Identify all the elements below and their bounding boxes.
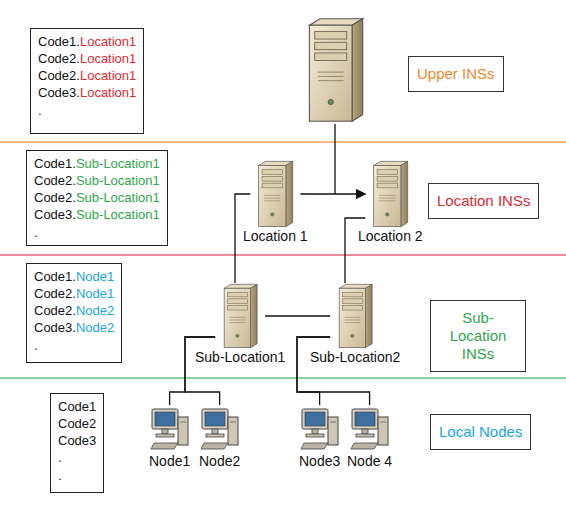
code-entry: Code1.Sub-Location1 bbox=[34, 155, 160, 172]
server-node: Sub-Location2 bbox=[309, 283, 401, 366]
layer-label-box: Location INSs bbox=[428, 183, 539, 219]
code-entry: Code1 bbox=[58, 398, 96, 415]
network-link bbox=[265, 315, 330, 316]
code-entry: Code2.Node2 bbox=[34, 302, 114, 319]
code-entry: Code2.Sub-Location1 bbox=[34, 172, 160, 189]
code-entry: . bbox=[58, 467, 96, 484]
layer-name: Upper INSs bbox=[417, 65, 495, 83]
code-table-box: Code1.Sub-Location1Code2.Sub-Location1Co… bbox=[26, 150, 168, 246]
layer-label-box: Upper INSs bbox=[408, 56, 504, 92]
node-caption: Location 2 bbox=[357, 228, 424, 245]
code-table-box: Code1.Node1Code2.Node1Code2.Node2Code3.N… bbox=[26, 263, 122, 363]
code-entry: Code3.Location1 bbox=[38, 84, 136, 101]
computer-icon bbox=[350, 405, 390, 453]
band-separator bbox=[0, 141, 566, 143]
computer-icon bbox=[150, 405, 190, 453]
computer-node: Node1 bbox=[148, 405, 191, 470]
code-entry: . bbox=[34, 224, 160, 241]
code-entry: Code2.Node1 bbox=[34, 285, 114, 302]
server-node: Sub-Location1 bbox=[194, 283, 286, 366]
server-icon bbox=[215, 283, 265, 349]
network-link bbox=[297, 337, 330, 405]
code-entry: Code1.Location1 bbox=[38, 33, 136, 50]
node-caption: Sub-Location1 bbox=[194, 349, 286, 366]
computer-icon bbox=[200, 405, 240, 453]
node-caption: Location 1 bbox=[242, 228, 309, 245]
code-entry: Code2 bbox=[58, 415, 96, 432]
upper-server bbox=[309, 19, 362, 121]
server-node: Location 2 bbox=[357, 160, 424, 245]
server-icon bbox=[365, 160, 415, 228]
node-caption: Node2 bbox=[198, 453, 241, 470]
layer-name: Location INSs bbox=[437, 192, 530, 210]
code-entry: . bbox=[38, 102, 136, 119]
network-link bbox=[300, 193, 365, 194]
node-caption: Sub-Location2 bbox=[309, 349, 401, 366]
layer-name: Local Nodes bbox=[439, 423, 522, 441]
computer-icon bbox=[300, 405, 340, 453]
server-node: Location 1 bbox=[242, 160, 309, 245]
layer-label-box: Local Nodes bbox=[430, 414, 531, 450]
code-table-box: Code1Code2Code3.. bbox=[50, 393, 104, 493]
code-entry: Code1.Node1 bbox=[34, 268, 114, 285]
uplink-wire bbox=[334, 124, 335, 194]
band-separator bbox=[0, 254, 566, 256]
code-entry: Code3.Sub-Location1 bbox=[34, 206, 160, 223]
code-entry: Code2.Sub-Location1 bbox=[34, 189, 160, 206]
computer-node: Node 4 bbox=[346, 405, 393, 470]
node-caption: Node3 bbox=[298, 453, 341, 470]
network-link bbox=[185, 337, 220, 405]
node-caption: Node 4 bbox=[346, 453, 393, 470]
code-entry: . bbox=[34, 337, 114, 354]
band-separator bbox=[0, 377, 566, 379]
layer-name: Sub-Location INSs bbox=[439, 309, 517, 363]
code-entry: Code2.Location1 bbox=[38, 50, 136, 67]
server-icon bbox=[330, 283, 380, 349]
code-entry: Code3.Node2 bbox=[34, 319, 114, 336]
network-link bbox=[170, 337, 216, 405]
computer-node: Node3 bbox=[298, 405, 341, 470]
server-icon bbox=[250, 160, 300, 228]
node-caption: Node1 bbox=[148, 453, 191, 470]
code-entry: Code2.Location1 bbox=[38, 67, 136, 84]
code-entry: Code3 bbox=[58, 432, 96, 449]
code-entry: . bbox=[58, 449, 96, 466]
computer-node: Node2 bbox=[198, 405, 241, 470]
code-table-box: Code1.Location1Code2.Location1Code2.Loca… bbox=[30, 28, 144, 134]
layer-label-box: Sub-Location INSs bbox=[430, 300, 526, 372]
